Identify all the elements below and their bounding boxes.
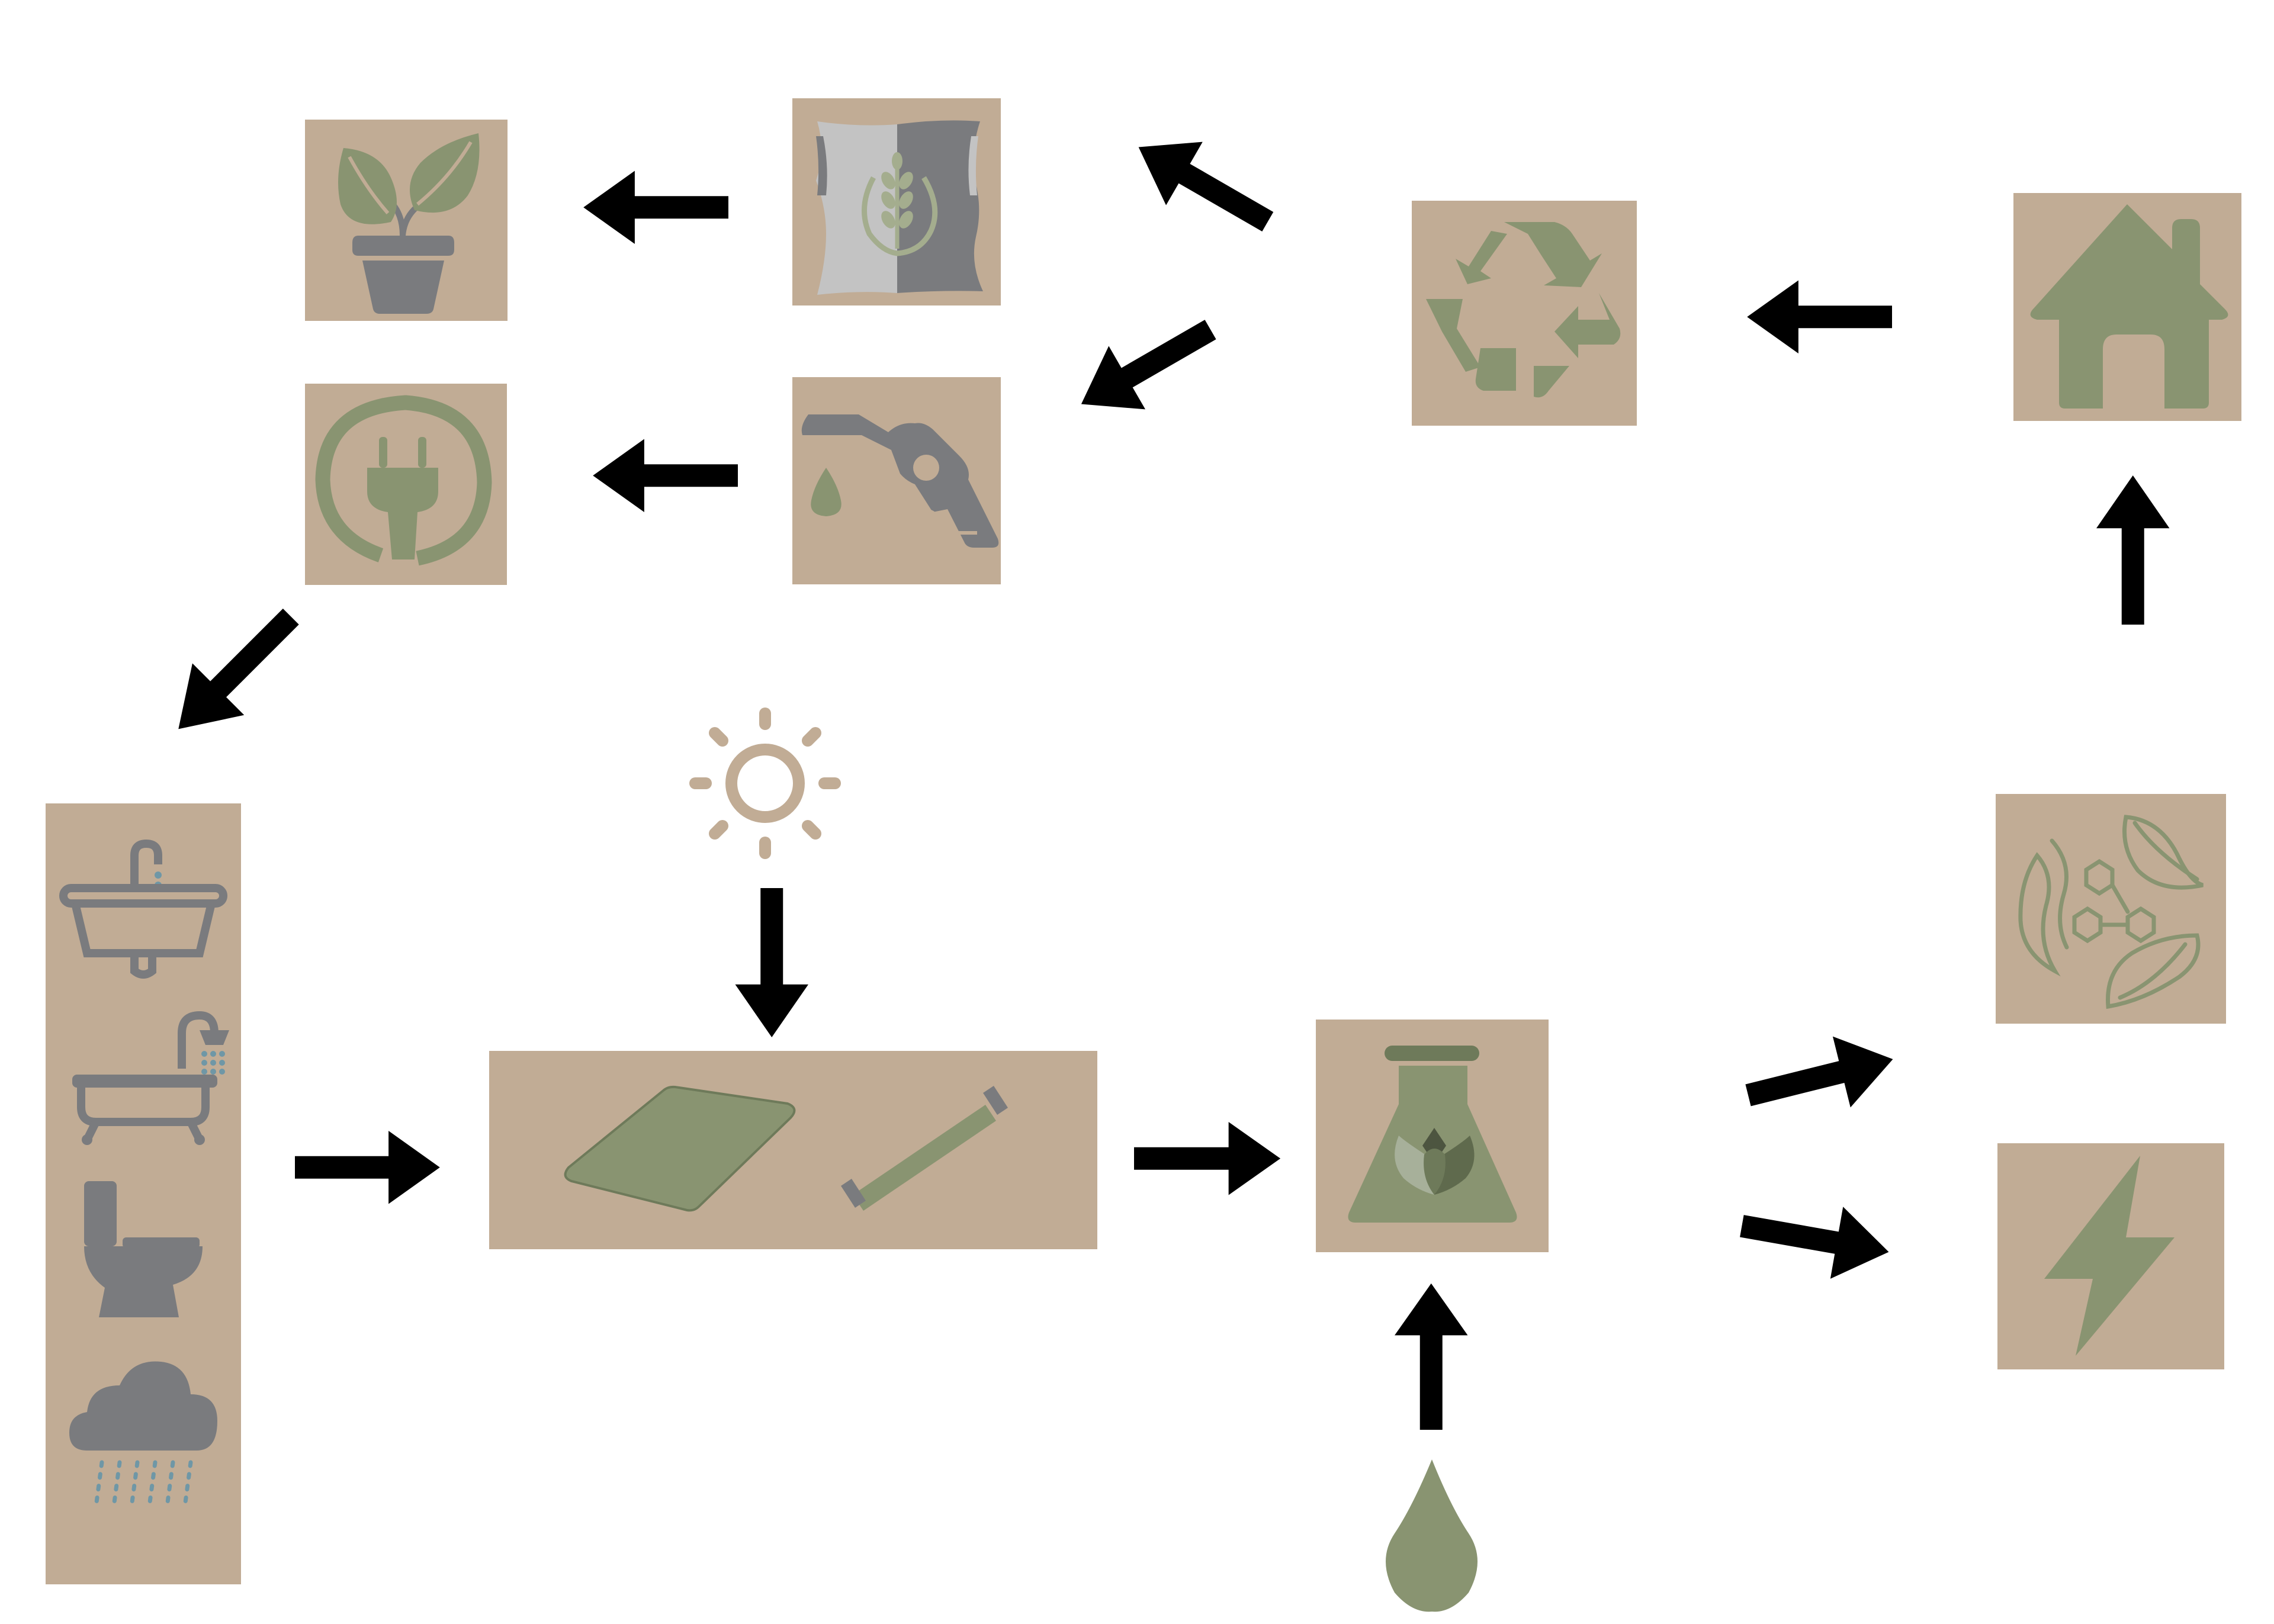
lightning-bolt-icon	[2044, 1156, 2175, 1356]
node-sunlight	[689, 708, 841, 859]
node-building	[2013, 193, 2241, 421]
node-household-sources	[46, 803, 241, 1584]
flat-panel-icon	[564, 1085, 796, 1212]
tube-photobioreactor-icon	[841, 1086, 1008, 1211]
node-bioelectricity	[305, 384, 507, 585]
node-recycling	[1412, 201, 1637, 426]
sink-icon	[59, 839, 227, 979]
node-biofuel	[792, 377, 1001, 584]
water-drop-icon	[1386, 1459, 1478, 1612]
flask-with-leaves-icon	[1348, 1046, 1517, 1223]
node-biochemicals	[1996, 794, 2226, 1024]
node-nutrients	[1386, 1459, 1478, 1612]
grain-bag-icon	[816, 120, 983, 295]
recycle-icon	[1426, 222, 1621, 398]
sun-icon	[689, 708, 841, 859]
house-icon	[2030, 204, 2228, 409]
arrow-recycling-to-biofuel	[1063, 298, 1229, 436]
arrow-algae-to-biorefinery	[1134, 1122, 1281, 1195]
toilet-icon	[84, 1181, 203, 1317]
fuel-pump-nozzle-icon	[801, 414, 999, 548]
arrow-building-to-recycling	[1747, 280, 1892, 353]
leaves-molecule-icon	[2018, 815, 2204, 1009]
arrow-biorefinery-to-biochemicals	[1739, 1024, 1902, 1131]
arrow-bioelectricity-to-household	[152, 590, 317, 755]
node-fertilizer	[305, 120, 508, 321]
arrow-household-to-algae	[295, 1131, 440, 1204]
arrow-recycling-to-food	[1120, 115, 1286, 253]
rain-cloud-icon	[69, 1361, 217, 1509]
node-food	[792, 98, 1001, 305]
arrow-biofuel-to-bioelectricity	[593, 439, 738, 512]
node-algae-panels	[489, 1051, 1097, 1249]
node-electricity	[1997, 1143, 2224, 1369]
power-plug-icon	[315, 395, 492, 566]
arrow-food-to-fertilizer	[583, 171, 728, 244]
arrow-biochemicals-to-building	[2096, 475, 2170, 625]
bathtub-icon	[72, 1011, 229, 1145]
node-biorefinery	[1316, 1020, 1549, 1252]
arrow-sun-to-algae	[735, 888, 808, 1037]
potted-plant-icon	[338, 133, 480, 314]
arrow-biorefinery-to-electricity	[1735, 1190, 1896, 1288]
arrow-nutrients-to-biorefinery	[1395, 1283, 1468, 1430]
